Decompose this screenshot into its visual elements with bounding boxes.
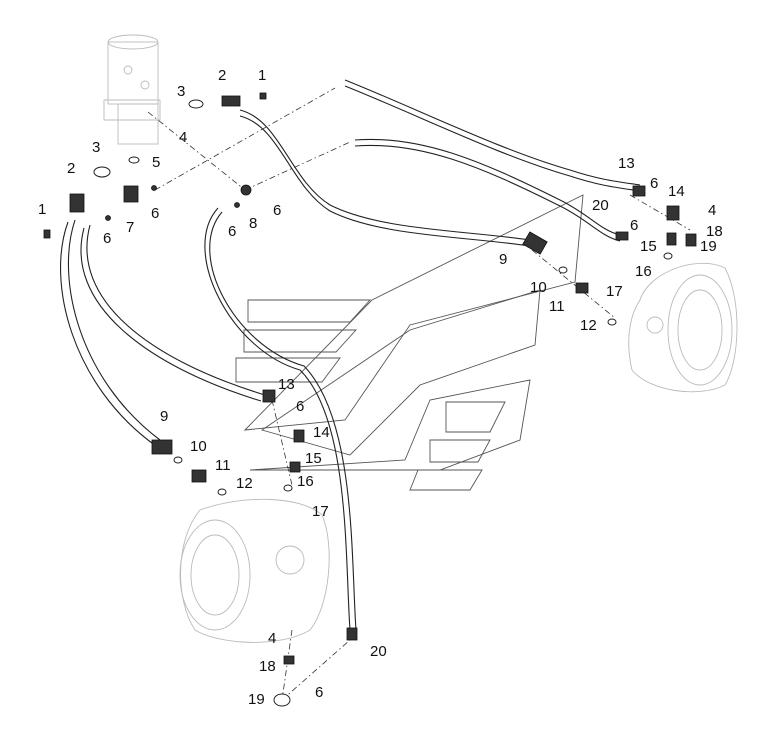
callout-9a: 9: [499, 251, 507, 268]
callout-14a: 14: [668, 183, 685, 200]
hoses: [60, 79, 641, 631]
callout-10a: 10: [530, 279, 547, 296]
callout-6c: 6: [228, 223, 236, 240]
callout-2b: 2: [67, 160, 75, 177]
callout-2a: 2: [218, 67, 226, 84]
callout-12b: 12: [236, 475, 253, 492]
elbow-fitting-top: [221, 95, 241, 107]
callout-10b: 10: [190, 438, 207, 455]
callout-6d: 6: [273, 202, 281, 219]
callout-17b: 17: [312, 503, 329, 520]
callout-5: 5: [152, 154, 160, 171]
callout-6g: 6: [296, 398, 304, 415]
travel-motor-left: [179, 498, 330, 643]
travel-motor-right: [628, 262, 738, 393]
callout-18a: 18: [706, 223, 723, 240]
callout-4c: 4: [268, 630, 276, 647]
callout-7: 7: [126, 219, 134, 236]
callout-16a: 16: [635, 263, 652, 280]
callout-3b: 3: [92, 139, 100, 156]
callout-9b: 9: [160, 408, 168, 425]
callout-11b: 11: [215, 457, 231, 474]
callout-20a: 20: [592, 197, 609, 214]
callout-13b: 13: [278, 376, 295, 393]
callout-15b: 15: [305, 450, 322, 467]
callout-15a: 15: [640, 238, 657, 255]
callout-6e: 6: [650, 175, 658, 192]
callout-16b: 16: [297, 473, 314, 490]
callout-20b: 20: [370, 643, 387, 660]
callout-17a: 17: [606, 283, 623, 300]
callout-19b: 19: [248, 691, 265, 708]
leader-lines: [147, 87, 691, 701]
callout-4b: 4: [708, 202, 716, 219]
callout-4a: 4: [179, 129, 187, 146]
callout-3a: 3: [177, 83, 185, 100]
callout-6b: 6: [151, 205, 159, 222]
callout-13a: 13: [618, 155, 635, 172]
callout-1a: 1: [258, 67, 266, 84]
callout-6h: 6: [315, 684, 323, 701]
callout-6f: 6: [630, 217, 638, 234]
callout-8: 8: [249, 215, 257, 232]
callout-11a: 11: [549, 298, 565, 315]
watermark-logo: [235, 194, 584, 491]
callout-labels: 1 2 3 3 4 5 2 1 6 7 6 6 8 6 13 6 14 20 4…: [38, 67, 723, 708]
swivel-joint: [103, 34, 161, 145]
callout-14b: 14: [313, 424, 330, 441]
fittings: [43, 92, 697, 707]
callout-18b: 18: [259, 658, 276, 675]
callout-12a: 12: [580, 317, 597, 334]
callout-6a: 6: [103, 230, 111, 247]
callout-1b: 1: [38, 201, 46, 218]
callout-19a: 19: [700, 238, 717, 255]
